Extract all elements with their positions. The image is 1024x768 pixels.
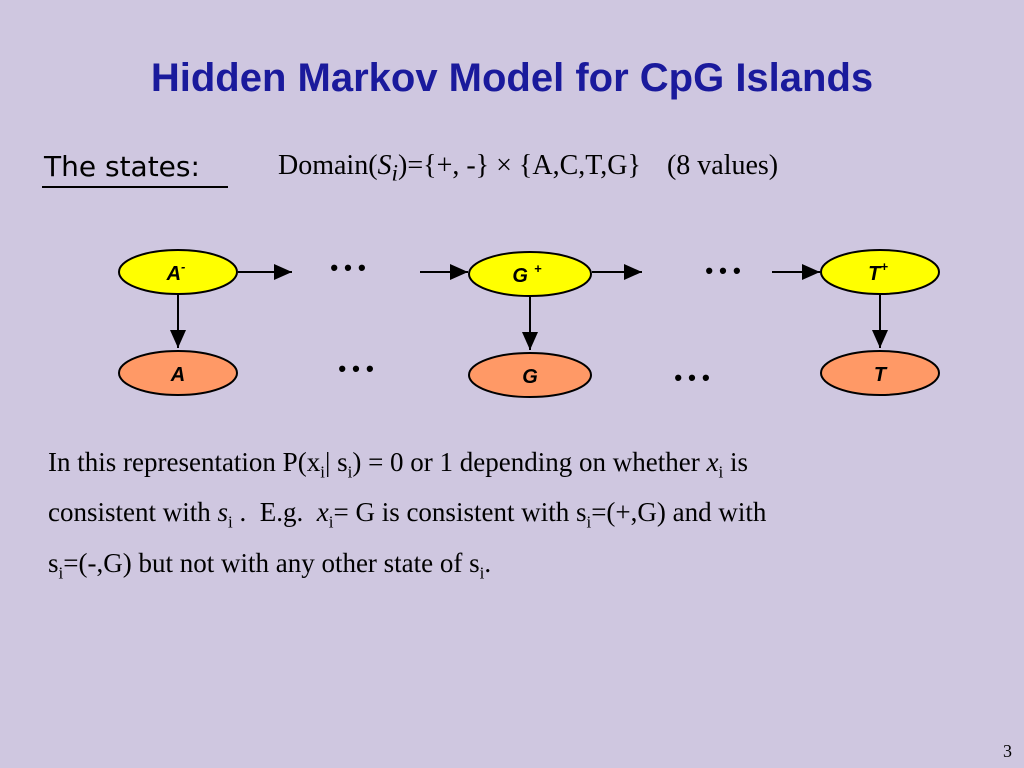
svg-text:A-: A- (166, 259, 186, 285)
domain-definition: Domain(Si)={+, -} × {A,C,T,G} (8 values) (278, 150, 778, 188)
hidden-state-a-minus: A- (118, 249, 238, 295)
explanation-line-1: In this representation P(xi| si) = 0 or … (48, 447, 748, 482)
ellipsis-dots: • • • (674, 365, 709, 390)
node-base: A (166, 263, 181, 285)
hidden-state-g-plus: G+ (468, 251, 592, 297)
node-base: G (512, 265, 528, 287)
node-sign: - (181, 259, 185, 274)
domain-variable: S (377, 150, 392, 181)
node-label: A (170, 364, 185, 386)
node-sign: + (534, 261, 542, 276)
observed-node-g: G (468, 352, 592, 398)
svg-text:T+: T+ (868, 259, 888, 285)
observed-node-a: A (118, 350, 238, 396)
explanation-line-2: consistent with si . E.g. xi= G is consi… (48, 497, 767, 532)
hmm-diagram: • • • • • • • • • • • • A- G+ T+ A G T (118, 249, 940, 398)
domain-suffix: )={+, -} × {A,C,T,G} (398, 150, 641, 181)
explanation-line-3: si=(-,G) but not with any other state of… (48, 547, 492, 583)
node-sign: + (880, 259, 888, 274)
svg-text:G+: G+ (512, 261, 542, 287)
ellipsis-dots: • • • (705, 258, 740, 283)
node-label: T (874, 364, 888, 386)
domain-subscript: i (391, 160, 399, 187)
node-label: G (522, 366, 538, 388)
explanation-paragraph: In this representation P(xi| si) = 0 or … (48, 442, 978, 593)
hidden-state-t-plus: T+ (820, 249, 940, 295)
domain-count: (8 values) (666, 150, 779, 181)
states-label-underline (42, 186, 228, 188)
node-base: T (868, 263, 882, 285)
page-number: 3 (1003, 741, 1012, 761)
observed-node-t: T (820, 350, 940, 396)
domain-prefix: Domain( (278, 150, 378, 181)
states-label: The states: (44, 150, 200, 183)
ellipsis-dots: • • • (338, 356, 373, 381)
slide-title: Hidden Markov Model for CpG Islands (150, 56, 874, 100)
ellipsis-dots: • • • (330, 255, 365, 280)
